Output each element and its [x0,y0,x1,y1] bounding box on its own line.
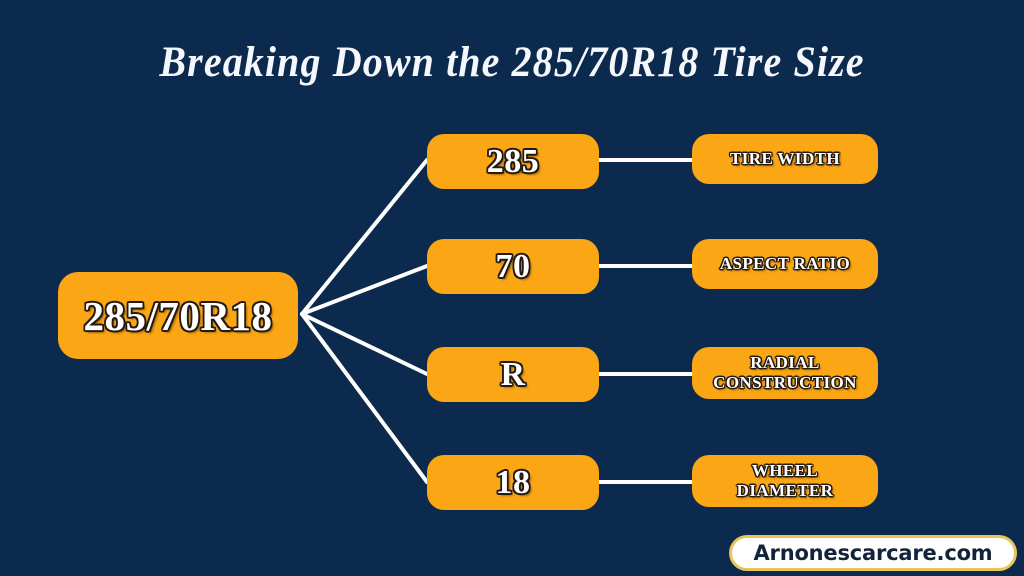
code-node-radial-construction: R [427,347,599,402]
connector-root-to-code-1 [300,264,429,316]
connector-root-to-code-2 [300,312,429,376]
meaning-line: RADIAL [750,353,820,372]
code-node-wheel-diameter: 18 [427,455,599,510]
site-watermark: Arnonescarcare.com [729,535,1017,571]
meaning-line: CONSTRUCTION [713,373,857,392]
meaning-node-radial-construction: RADIAL CONSTRUCTION [692,347,878,399]
page-title: Breaking Down the 285/70R18 Tire Size [159,39,865,86]
meaning-line: TIRE WIDTH [730,149,840,168]
meaning-line: ASPECT RATIO [719,254,851,273]
code-node-tire-width: 285 [427,134,599,189]
meaning-node-wheel-diameter: WHEEL DIAMETER [692,455,878,507]
connector-root-to-code-0 [300,158,429,316]
meaning-line: WHEEL [751,461,819,480]
meaning-line: DIAMETER [736,481,834,500]
meaning-node-tire-width: TIRE WIDTH [692,134,878,184]
meaning-node-aspect-ratio: ASPECT RATIO [692,239,878,289]
code-node-aspect-ratio: 70 [427,239,599,294]
root-node-tire-size: 285/70R18 [58,272,298,359]
connector-root-to-code-3 [300,312,429,484]
